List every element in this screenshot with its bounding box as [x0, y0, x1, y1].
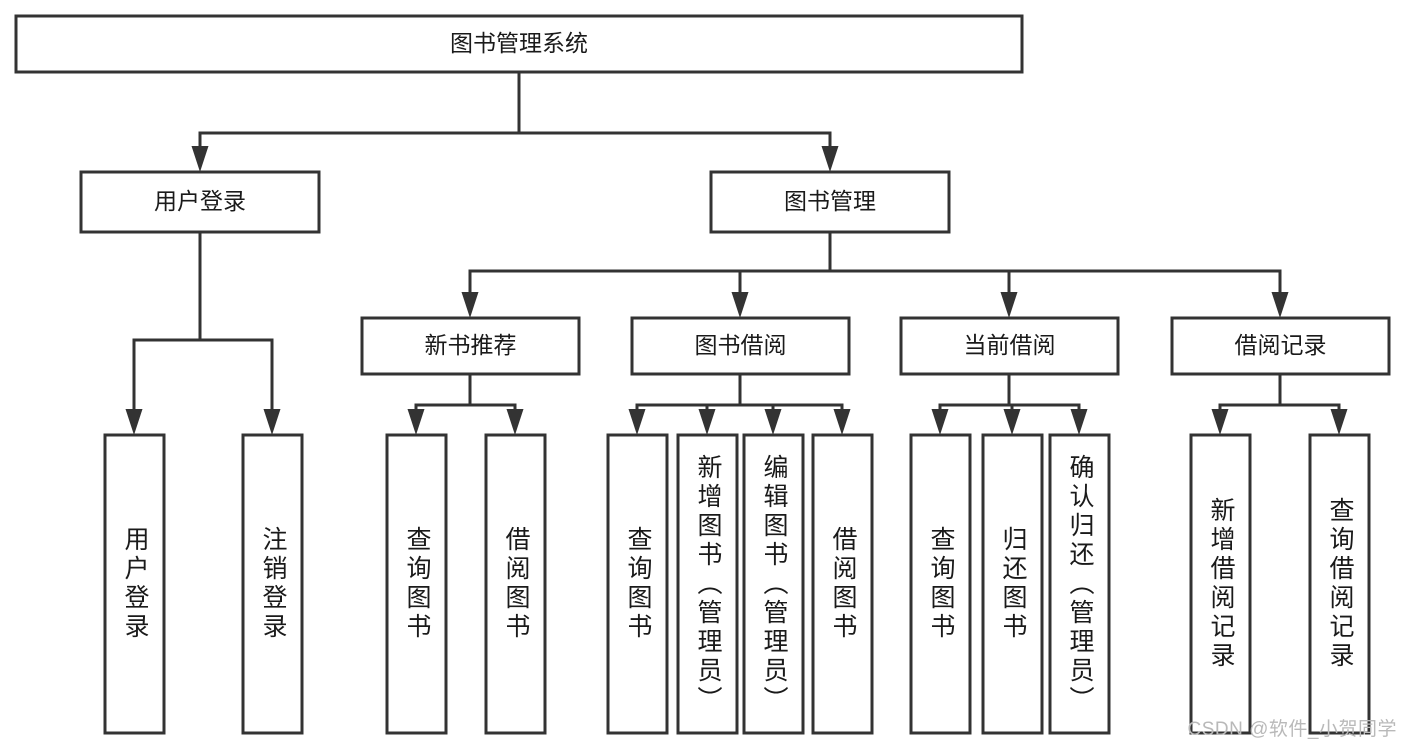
connector-arrowhead — [764, 409, 782, 435]
node-label-borrow-record: 借阅记录 — [1235, 332, 1327, 358]
node-label-user-login: 用户登录 — [154, 188, 246, 214]
node-label-book-manage: 图书管理 — [784, 188, 876, 214]
node-box-leaf-add-book[interactable] — [676, 433, 739, 735]
connector-layer — [125, 70, 1348, 435]
connector-arrowhead — [1070, 409, 1088, 435]
node-box-leaf-query-book-borrow[interactable] — [606, 433, 669, 735]
connector-arrowhead — [821, 146, 839, 172]
connector-arrowhead — [1271, 292, 1289, 318]
connector-arrowhead — [407, 409, 425, 435]
node-box-leaf-logout[interactable] — [241, 433, 304, 735]
connector-arrowhead — [461, 292, 479, 318]
connector-arrowhead — [698, 409, 716, 435]
connector-arrowhead — [191, 146, 209, 172]
node-box-leaf-borrow-book-recommend[interactable] — [484, 433, 547, 735]
node-box-user-login[interactable] — [79, 170, 321, 234]
box-layer — [14, 14, 1391, 735]
node-box-leaf-return-book[interactable] — [981, 433, 1044, 735]
node-label-root: 图书管理系统 — [450, 30, 588, 56]
node-box-leaf-query-book-recommend[interactable] — [385, 433, 448, 735]
node-box-borrow-record[interactable] — [1170, 316, 1391, 376]
node-box-leaf-borrow-book[interactable] — [811, 433, 874, 735]
node-box-book-borrow[interactable] — [630, 316, 851, 376]
node-box-root[interactable] — [14, 14, 1024, 74]
connector-arrowhead — [628, 409, 646, 435]
node-box-leaf-edit-book[interactable] — [742, 433, 805, 735]
connector-arrowhead — [125, 409, 143, 435]
node-box-new-book-recommend[interactable] — [360, 316, 581, 376]
connector-arrowhead — [1211, 409, 1229, 435]
connector-arrowhead — [1003, 409, 1021, 435]
watermark: CSDN @软件_小贺同学 — [1187, 719, 1397, 740]
node-box-leaf-confirm-return[interactable] — [1048, 433, 1111, 735]
node-box-leaf-user-login[interactable] — [103, 433, 166, 735]
connector-arrowhead — [833, 409, 851, 435]
node-box-book-manage[interactable] — [709, 170, 951, 234]
connector-arrowhead — [263, 409, 281, 435]
connector-arrowhead — [1000, 292, 1018, 318]
node-box-leaf-query-book-current[interactable] — [909, 433, 972, 735]
connector-arrowhead — [931, 409, 949, 435]
connector-arrowhead — [506, 409, 524, 435]
node-box-leaf-query-borrow-record[interactable] — [1308, 433, 1371, 735]
connector-arrowhead — [1330, 409, 1348, 435]
node-box-current-borrow[interactable] — [899, 316, 1120, 376]
node-box-leaf-add-borrow-record[interactable] — [1189, 433, 1252, 735]
node-label-new-book-recommend: 新书推荐 — [425, 332, 517, 358]
connector-arrowhead — [731, 292, 749, 318]
node-label-book-borrow: 图书借阅 — [695, 332, 787, 358]
node-label-current-borrow: 当前借阅 — [964, 332, 1056, 358]
